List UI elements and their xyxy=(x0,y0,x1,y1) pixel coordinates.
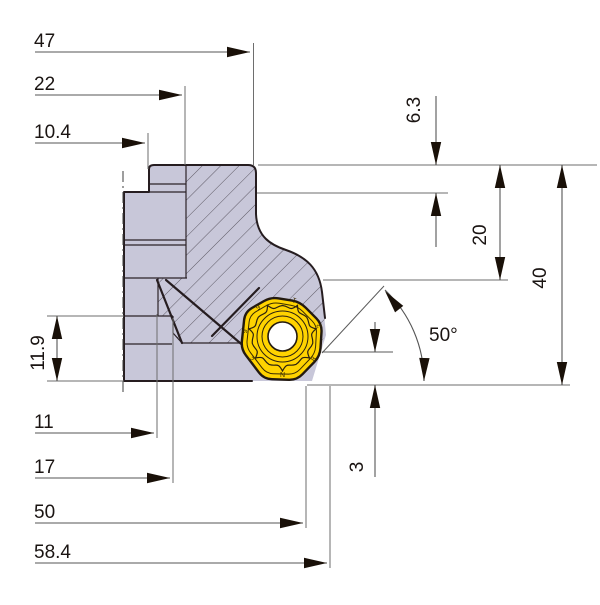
dimension-labels: 47 22 10.4 11 17 50 58.4 6.3 20 40 11.9 … xyxy=(28,31,551,563)
insert-clamp-scallop xyxy=(247,304,318,373)
dim-3-label: 3 xyxy=(347,462,368,473)
angle-reference-line xyxy=(321,285,385,354)
insert-index-mark: 6 xyxy=(254,303,262,311)
dim-22-label: 22 xyxy=(34,74,55,95)
insert-ring-outer xyxy=(256,310,309,363)
insert-index-mark: 2 xyxy=(316,323,324,329)
insert-index-mark: 1 xyxy=(292,295,298,303)
dim-10-4-label: 10.4 xyxy=(34,122,71,143)
insert-index-mark: 6 xyxy=(240,329,247,334)
dim-6-3-label: 6.3 xyxy=(404,97,425,123)
insert-pocket-lines xyxy=(155,278,261,350)
dim-11-9-label: 11.9 xyxy=(28,335,49,371)
body-outline xyxy=(123,164,326,382)
dim-47-label: 47 xyxy=(34,31,55,52)
dim-50-label: 50 xyxy=(34,502,55,523)
angle-arc xyxy=(384,289,425,382)
dim-11-label: 11 xyxy=(34,412,54,433)
insert-index-mark: 8 xyxy=(310,356,318,363)
insert-screw-hole xyxy=(267,321,298,352)
dim-58-4-label: 58.4 xyxy=(34,542,71,563)
dim-20-label: 20 xyxy=(470,224,491,245)
insert-ring-chamfer xyxy=(261,315,304,358)
milling-insert: 6 1 2 8N 2 6 xyxy=(240,295,324,382)
dim-angle-50-label: 50° xyxy=(429,325,458,346)
insert-index-mark: N xyxy=(280,372,285,379)
insert-index-mark: 2 xyxy=(247,356,255,363)
dimensions: 47 22 10.4 11 17 50 58.4 6.3 20 40 11.9 … xyxy=(28,31,597,569)
extension-lines xyxy=(47,43,597,568)
dim-17-label: 17 xyxy=(34,457,55,478)
dim-40-label: 40 xyxy=(530,267,551,288)
